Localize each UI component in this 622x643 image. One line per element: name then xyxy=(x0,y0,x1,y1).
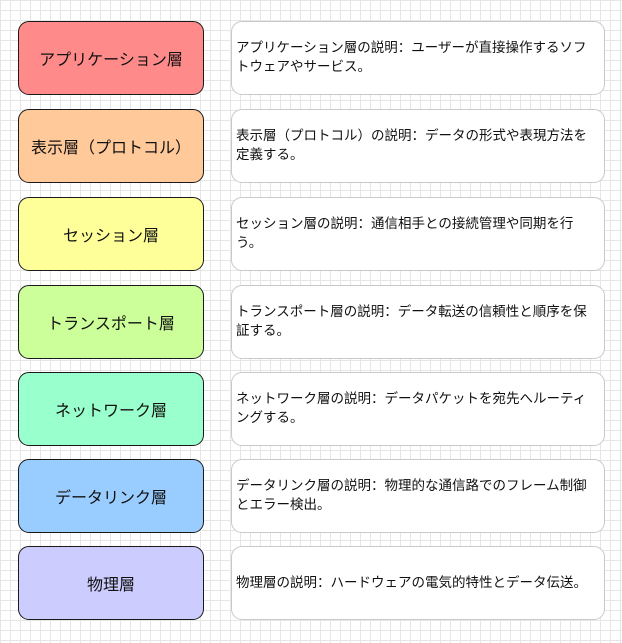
layer-box-datalink[interactable]: データリンク層 xyxy=(18,459,204,533)
desc-box-session[interactable]: セッション層の説明：通信相手との接続管理や同期を行う。 xyxy=(231,197,605,271)
desc-text-physical: 物理層の説明：ハードウェアの電気的特性とデータ伝送。 xyxy=(236,574,587,591)
desc-text-datalink: データリンク層の説明：物理的な通信路でのフレーム制御とエラー検出。 xyxy=(236,478,587,513)
layer-box-physical[interactable]: 物理層 xyxy=(18,546,204,620)
desc-box-datalink[interactable]: データリンク層の説明：物理的な通信路でのフレーム制御とエラー検出。 xyxy=(231,459,605,533)
layer-row-session: セッション層 セッション層の説明：通信相手との接続管理や同期を行う。 xyxy=(0,197,622,273)
desc-box-transport[interactable]: トランスポート層の説明：データ転送の信頼性と順序を保証する。 xyxy=(231,285,605,359)
layer-row-presentation: 表示層（プロトコル） 表示層（プロトコル）の説明：データの形式や表現方法を定義す… xyxy=(0,109,622,185)
desc-text-session: セッション層の説明：通信相手との接続管理や同期を行う。 xyxy=(236,216,574,251)
layer-row-transport: トランスポート層 トランスポート層の説明：データ転送の信頼性と順序を保証する。 xyxy=(0,285,622,361)
desc-box-network[interactable]: ネットワーク層の説明：データパケットを宛先へルーティングする。 xyxy=(231,372,605,446)
layer-name-datalink: データリンク層 xyxy=(54,488,167,507)
layer-name-network: ネットワーク層 xyxy=(54,401,167,420)
layer-name-transport: トランスポート層 xyxy=(47,314,175,333)
layer-row-datalink: データリンク層 データリンク層の説明：物理的な通信路でのフレーム制御とエラー検出… xyxy=(0,459,622,535)
layer-box-session[interactable]: セッション層 xyxy=(18,197,204,271)
desc-text-presentation: 表示層（プロトコル）の説明：データの形式や表現方法を定義する。 xyxy=(236,128,587,163)
layer-row-physical: 物理層 物理層の説明：ハードウェアの電気的特性とデータ伝送。 xyxy=(0,546,622,622)
desc-text-application: アプリケーション層の説明：ユーザーが直接操作するソフトウェアやサービス。 xyxy=(236,40,587,75)
layer-name-presentation: 表示層（プロトコル） xyxy=(30,138,191,157)
layer-box-presentation[interactable]: 表示層（プロトコル） xyxy=(18,109,204,183)
layer-box-application[interactable]: アプリケーション層 xyxy=(18,21,204,95)
layer-name-session: セッション層 xyxy=(62,226,159,245)
layer-row-network: ネットワーク層 ネットワーク層の説明：データパケットを宛先へルーティングする。 xyxy=(0,372,622,448)
desc-box-presentation[interactable]: 表示層（プロトコル）の説明：データの形式や表現方法を定義する。 xyxy=(231,109,605,183)
layer-box-network[interactable]: ネットワーク層 xyxy=(18,372,204,446)
layer-name-physical: 物理層 xyxy=(86,575,135,594)
layer-row-application: アプリケーション層 アプリケーション層の説明：ユーザーが直接操作するソフトウェア… xyxy=(0,21,622,97)
layer-name-application: アプリケーション層 xyxy=(39,50,183,69)
desc-text-network: ネットワーク層の説明：データパケットを宛先へルーティングする。 xyxy=(236,391,587,426)
desc-text-transport: トランスポート層の説明：データ転送の信頼性と順序を保証する。 xyxy=(236,304,587,339)
layer-box-transport[interactable]: トランスポート層 xyxy=(18,285,204,359)
desc-box-physical[interactable]: 物理層の説明：ハードウェアの電気的特性とデータ伝送。 xyxy=(231,546,605,620)
desc-box-application[interactable]: アプリケーション層の説明：ユーザーが直接操作するソフトウェアやサービス。 xyxy=(231,21,605,95)
